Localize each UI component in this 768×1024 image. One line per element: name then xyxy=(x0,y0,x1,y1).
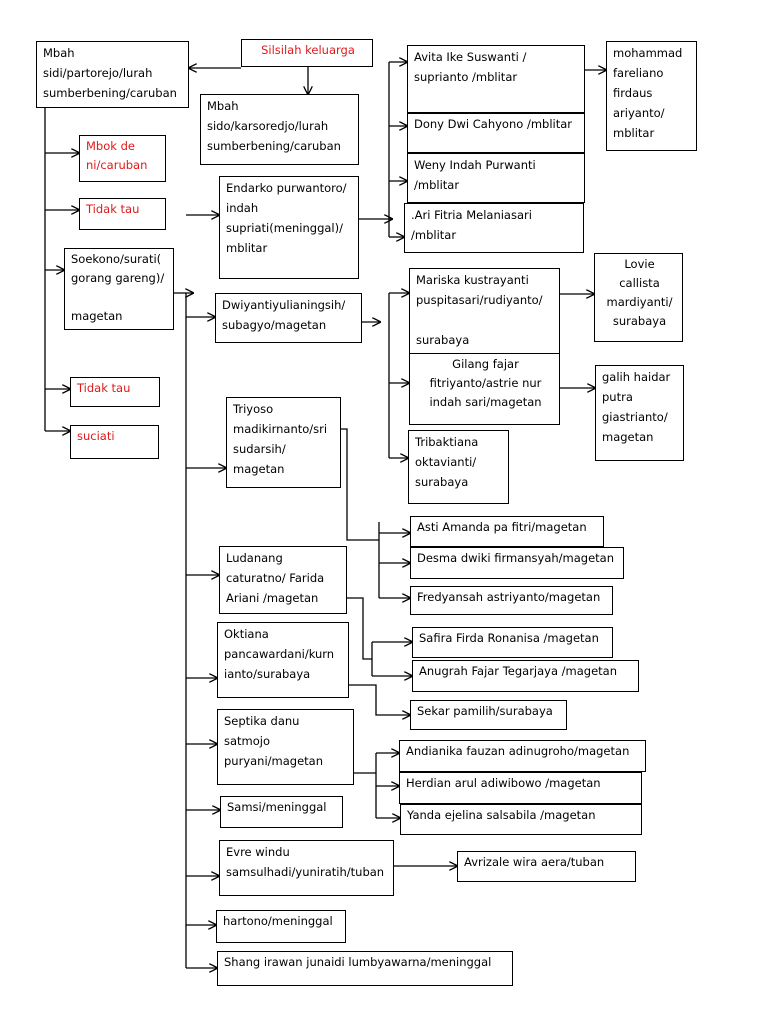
node-soekono: Soekono/surati( gorang gareng)/ magetan xyxy=(64,248,174,330)
node-herdian: Herdian arul adiwibowo /magetan xyxy=(399,772,642,804)
node-mohammad: mohammad fareliano firdaus ariyanto/ mbl… xyxy=(606,41,697,151)
connector-39 xyxy=(347,597,372,660)
node-desma: Desma dwiki firmansyah/magetan xyxy=(410,547,624,579)
node-hartono: hartono/meninggal xyxy=(216,910,346,943)
node-safira: Safira Firda Ronanisa /magetan xyxy=(412,627,613,658)
node-endarko: Endarko purwantoro/ indah supriati(menin… xyxy=(219,176,359,279)
node-galih: galih haidar putra giastrianto/ magetan xyxy=(595,365,684,461)
node-avrizale: Avrizale wira aera/tuban xyxy=(457,851,636,882)
node-sekar: Sekar pamilih/surabaya xyxy=(410,700,567,730)
node-yanda: Yanda ejelina salsabila /magetan xyxy=(400,804,642,835)
node-asti: Asti Amanda pa fitri/magetan xyxy=(410,516,604,547)
node-dwiyanti: Dwiyantiyulianingsih/ subagyo/magetan xyxy=(215,293,362,343)
connector-43 xyxy=(349,684,410,715)
node-ludanang: Ludanang caturatno/ Farida Ariani /maget… xyxy=(219,546,347,614)
node-andianika: Andianika fauzan adinugroho/magetan xyxy=(399,740,646,772)
node-avita: Avita Ike Suswanti / suprianto /mblitar xyxy=(407,45,585,113)
node-septika: Septika danu satmojo puryani/magetan xyxy=(217,709,354,785)
node-gilang: Gilang fajar fitriyanto/astrie nur indah… xyxy=(409,353,560,425)
node-dony: Dony Dwi Cahyono /mblitar xyxy=(407,113,585,153)
node-shang: Shang irawan junaidi lumbyawarna/meningg… xyxy=(217,951,513,986)
node-anugrah: Anugrah Fajar Tegarjaya /magetan xyxy=(412,660,639,692)
node-tribaktiana: Tribaktiana oktavianti/ surabaya xyxy=(408,430,509,504)
node-ari: .Ari Fitria Melaniasari /mblitar xyxy=(404,203,584,253)
node-evre: Evre windu samsulhadi/yuniratih/tuban xyxy=(219,840,394,896)
node-samsi: Samsi/meninggal xyxy=(220,796,343,828)
node-mariska: Mariska kustrayanti puspitasari/rudiyant… xyxy=(409,268,560,354)
node-mbah-sido: Mbah sido/karsoredjo/lurah sumberbening/… xyxy=(200,94,359,165)
node-triyoso: Triyoso madikirnanto/sri sudarsih/ maget… xyxy=(226,397,341,488)
node-fredyansah: Fredyansah astriyanto/magetan xyxy=(410,586,613,615)
node-weny: Weny Indah Purwanti /mblitar xyxy=(407,153,585,203)
node-tidak-tau-1: Tidak tau xyxy=(79,198,166,230)
node-mbok-deni: Mbok de ni/caruban xyxy=(79,135,166,182)
node-tidak-tau-2: Tidak tau xyxy=(70,377,160,407)
node-oktiana: Oktiana pancawardani/kurn ianto/surabaya xyxy=(217,622,349,698)
node-mbah-sidi: Mbah sidi/partorejo/lurah sumberbening/c… xyxy=(36,41,189,108)
node-silsilah: Silsilah keluarga xyxy=(241,39,373,67)
connector-34 xyxy=(341,428,379,541)
node-lovie: Lovie callista mardiyanti/ surabaya xyxy=(594,253,683,342)
node-suciati: suciati xyxy=(70,425,159,459)
